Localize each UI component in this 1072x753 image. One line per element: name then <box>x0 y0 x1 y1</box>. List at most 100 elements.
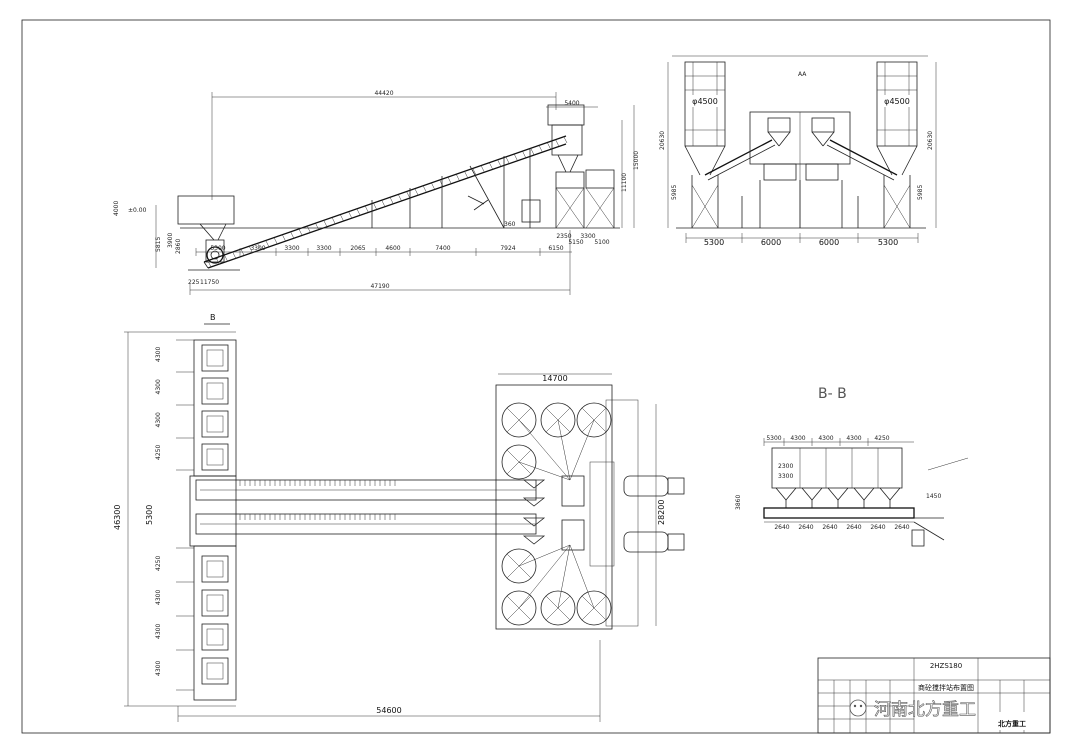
plan-mixer-2 <box>561 519 585 551</box>
aggregate-bin-3 <box>201 443 229 471</box>
plan-silo-5 <box>501 590 537 626</box>
mixer-truck-1 <box>623 475 669 497</box>
plan-silos <box>501 402 612 626</box>
drawing-frame <box>21 19 1051 734</box>
aggregate-bin-4 <box>201 555 229 583</box>
title-model-code: 2HZS180 <box>930 662 962 670</box>
end-dim-3: 6000 <box>819 238 839 247</box>
plan-view: 46300 5300 54600 B 430043004300425042504… <box>113 313 685 722</box>
aggregate-bin-5 <box>201 589 229 617</box>
bin-spacing-3: 4250 <box>155 445 162 460</box>
dim-seg-4: 2065 <box>350 245 365 252</box>
dim-seg-8: 6150 <box>548 245 563 252</box>
dim-seg-1: 3300 <box>250 245 265 252</box>
belt-conveyor <box>203 135 567 263</box>
dim-seg-3: 3300 <box>316 245 331 252</box>
dim-seg-right-1: 5150 <box>568 239 583 246</box>
dim-seg-0: 5300 <box>210 245 225 252</box>
bin-spacing-4: 4250 <box>155 556 162 571</box>
dim-top-right: 5400 <box>564 100 579 107</box>
dim-right-h1: 11100 <box>621 173 628 192</box>
aggregate-bin-0 <box>201 344 229 372</box>
dim-seg-2: 3300 <box>284 245 299 252</box>
end-elevation: AA φ4500 20630 5985 φ4500 20630 <box>659 55 937 247</box>
dim-left-h2: 5815 <box>155 237 162 252</box>
plan-plant-height: 28200 <box>657 500 666 525</box>
cement-silo-right <box>876 61 918 147</box>
section-label: B- B <box>818 386 847 402</box>
bin-spacing-0: 4300 <box>155 347 162 362</box>
section-inner-2: 3300 <box>778 473 793 480</box>
screw-conveyor-left <box>704 139 773 176</box>
dim-seg-5: 4600 <box>385 245 400 252</box>
bin-spacing-1: 4300 <box>155 379 162 394</box>
dim-seg-right-3: 5100 <box>594 239 609 246</box>
bin-spacing-5: 4300 <box>155 590 162 605</box>
section-left-v: 3860 <box>735 495 742 510</box>
segment-dims: 5300 3300 3300 3300 2065 4600 7400 7924 6150 2350… <box>195 233 610 256</box>
plan-silo-2 <box>576 402 612 438</box>
end-dim-2: 6000 <box>761 238 781 247</box>
mixer-truck-2 <box>623 531 669 553</box>
section-top-1: 4300 <box>790 435 805 442</box>
end-dim-4: 5300 <box>878 238 898 247</box>
section-bb: B- B 5300 4300 4300 4300 4250 2640 2640 2640 26… <box>735 386 969 547</box>
section-top-3: 4300 <box>846 435 861 442</box>
dim-seg-right-0: 2350 <box>556 233 571 240</box>
plan-silo-6 <box>540 590 576 626</box>
plan-silo-1 <box>540 402 576 438</box>
section-top-2: 4300 <box>818 435 833 442</box>
dim-left-h4: 2860 <box>175 239 182 254</box>
dim-left-h3: 3900 <box>167 233 174 248</box>
silo-left-height: 20630 <box>659 131 666 150</box>
end-dim-1: 5300 <box>704 238 724 247</box>
section-bottom-3: 2640 <box>846 524 861 531</box>
title-drawing-name: 商砼搅拌站布置图 <box>918 683 974 692</box>
aggregate-bin-2 <box>201 410 229 438</box>
watermark-text: 河南北方重工 <box>874 700 976 720</box>
bin-column-top <box>193 339 237 477</box>
dim-seg-6: 7400 <box>435 245 450 252</box>
plan-section-marker: B <box>210 313 216 322</box>
section-bottom-2: 2640 <box>822 524 837 531</box>
plan-silo-3 <box>501 444 537 480</box>
plan-silo-0 <box>501 402 537 438</box>
cement-silo-left <box>684 61 726 147</box>
aggregate-bin-1 <box>201 377 229 405</box>
company-logo-text: 北方重工 <box>998 719 1026 728</box>
aggregate-bins <box>201 344 229 685</box>
title-block: 2HZS180 商砼搅拌站布置图 北方重工 <box>817 657 1051 734</box>
plan-plant-width: 14700 <box>542 374 567 383</box>
section-bottom-0: 2640 <box>774 524 789 531</box>
section-bottom-5: 2640 <box>894 524 909 531</box>
plan-silo-7 <box>576 590 612 626</box>
tower-top-house <box>547 104 585 126</box>
dim-seg-7: 7924 <box>500 245 515 252</box>
watermark: 河南北方重工 <box>849 699 976 720</box>
plan-mixer-1 <box>561 475 585 507</box>
section-bottom-4: 2640 <box>870 524 885 531</box>
dim-overall-top: 44420 <box>374 90 393 97</box>
side-elevation: 44420 5400 <box>113 90 640 295</box>
bin-spacing-7: 4300 <box>155 661 162 676</box>
dim-left-h1: 4000 <box>113 201 120 216</box>
screw-conveyor-right <box>829 139 898 176</box>
section-top-4: 4250 <box>874 435 889 442</box>
section-top-0: 5300 <box>766 435 781 442</box>
silo-right-diameter: φ4500 <box>884 97 910 106</box>
plan-middle-gap: 5300 <box>145 505 154 525</box>
aggregate-bin-6 <box>201 623 229 651</box>
bin-column-bottom <box>193 545 237 701</box>
plan-silo-4 <box>501 548 537 584</box>
silo-right-height: 20630 <box>927 131 934 150</box>
section-conveyor <box>763 507 915 519</box>
dim-left-level: ±0.00 <box>128 207 147 214</box>
aggregate-bin-7 <box>201 657 229 685</box>
dim-overall-bottom: 47190 <box>370 283 389 290</box>
plan-total-height: 46300 <box>113 505 122 530</box>
dim-bottom-small2: 225 <box>188 279 200 286</box>
company-logo: 北方重工 <box>980 712 1046 730</box>
aggregate-bin <box>177 195 235 225</box>
